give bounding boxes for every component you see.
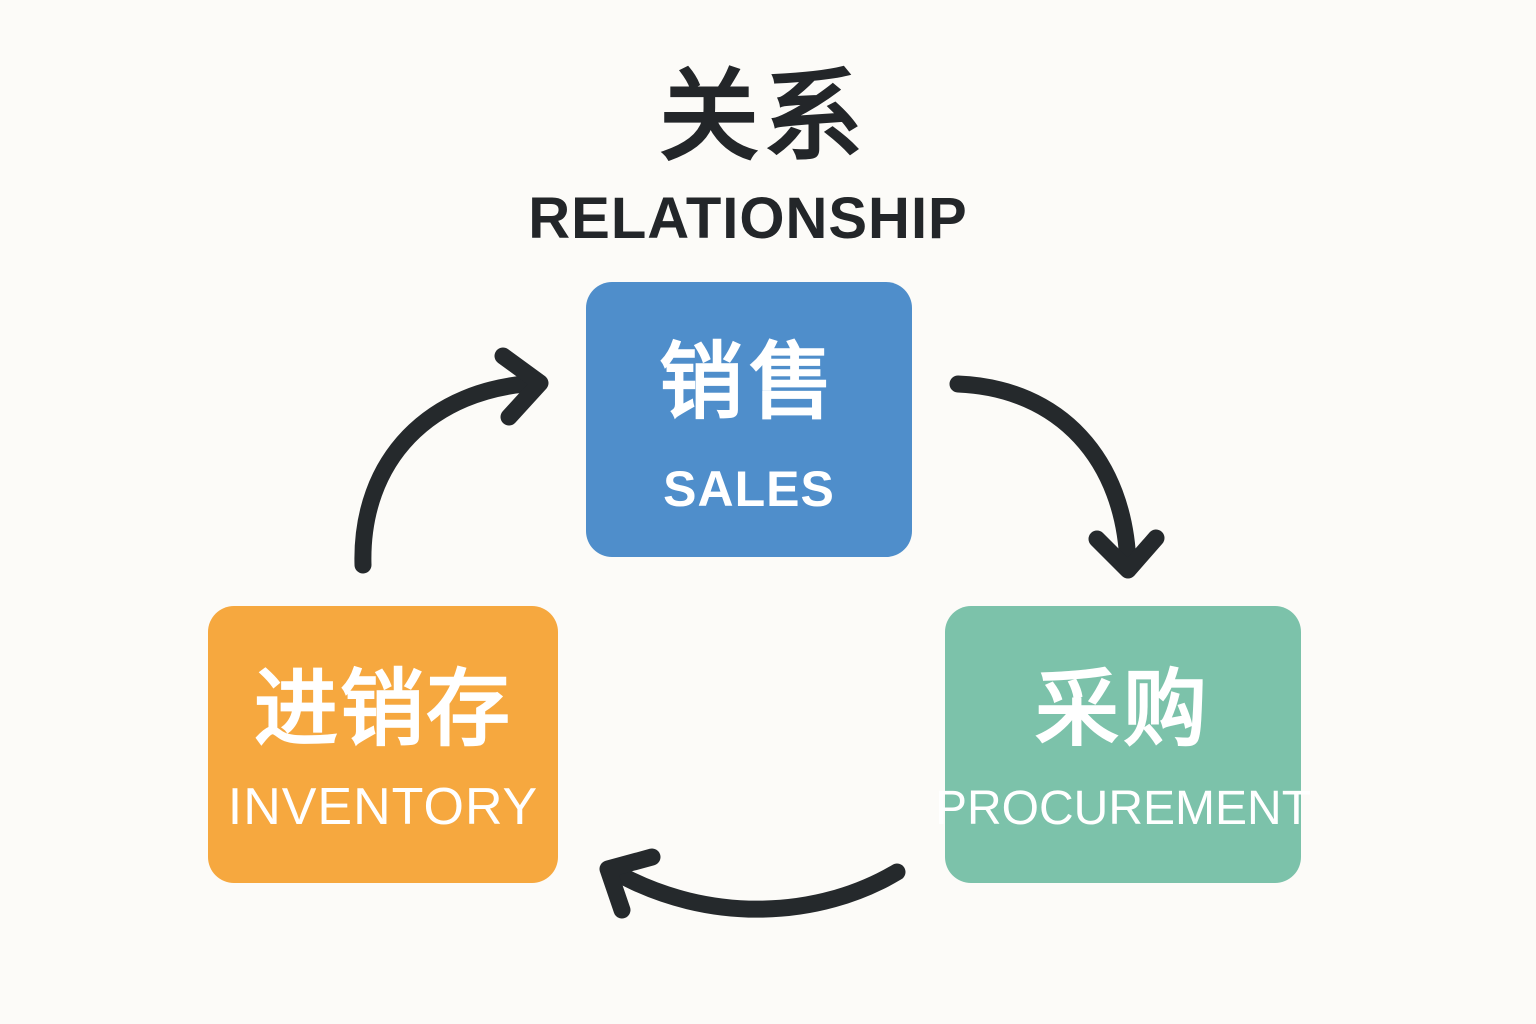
title-english: RELATIONSHIP: [528, 186, 968, 251]
curved-arrow-icon: [606, 863, 906, 918]
node-sales-label-en: SALES: [663, 460, 835, 517]
arrowhead-icon: [494, 347, 549, 426]
arrow-inventory-to-sales: [354, 347, 549, 574]
title-chinese: 关系: [659, 58, 867, 175]
node-procurement-label-en: PROCUREMENT: [935, 781, 1312, 835]
node-inventory-label-zh: 进销存: [253, 659, 512, 758]
arrowhead-icon: [599, 848, 661, 919]
node-sales: 销售 SALES: [586, 282, 912, 557]
curved-arrow-icon: [949, 375, 1137, 574]
node-procurement-label-zh: 采购: [1034, 659, 1211, 758]
arrow-sales-to-procurement: [949, 375, 1165, 579]
node-sales-label-zh: 销售: [658, 332, 839, 431]
node-procurement: 采购 PROCUREMENT: [935, 606, 1311, 883]
arrow-procurement-to-inventory: [599, 848, 906, 919]
node-inventory: 进销存 INVENTORY: [208, 606, 558, 883]
arrowhead-icon: [1088, 529, 1165, 579]
node-inventory-label-en: INVENTORY: [227, 777, 539, 836]
curved-arrow-icon: [354, 374, 547, 574]
